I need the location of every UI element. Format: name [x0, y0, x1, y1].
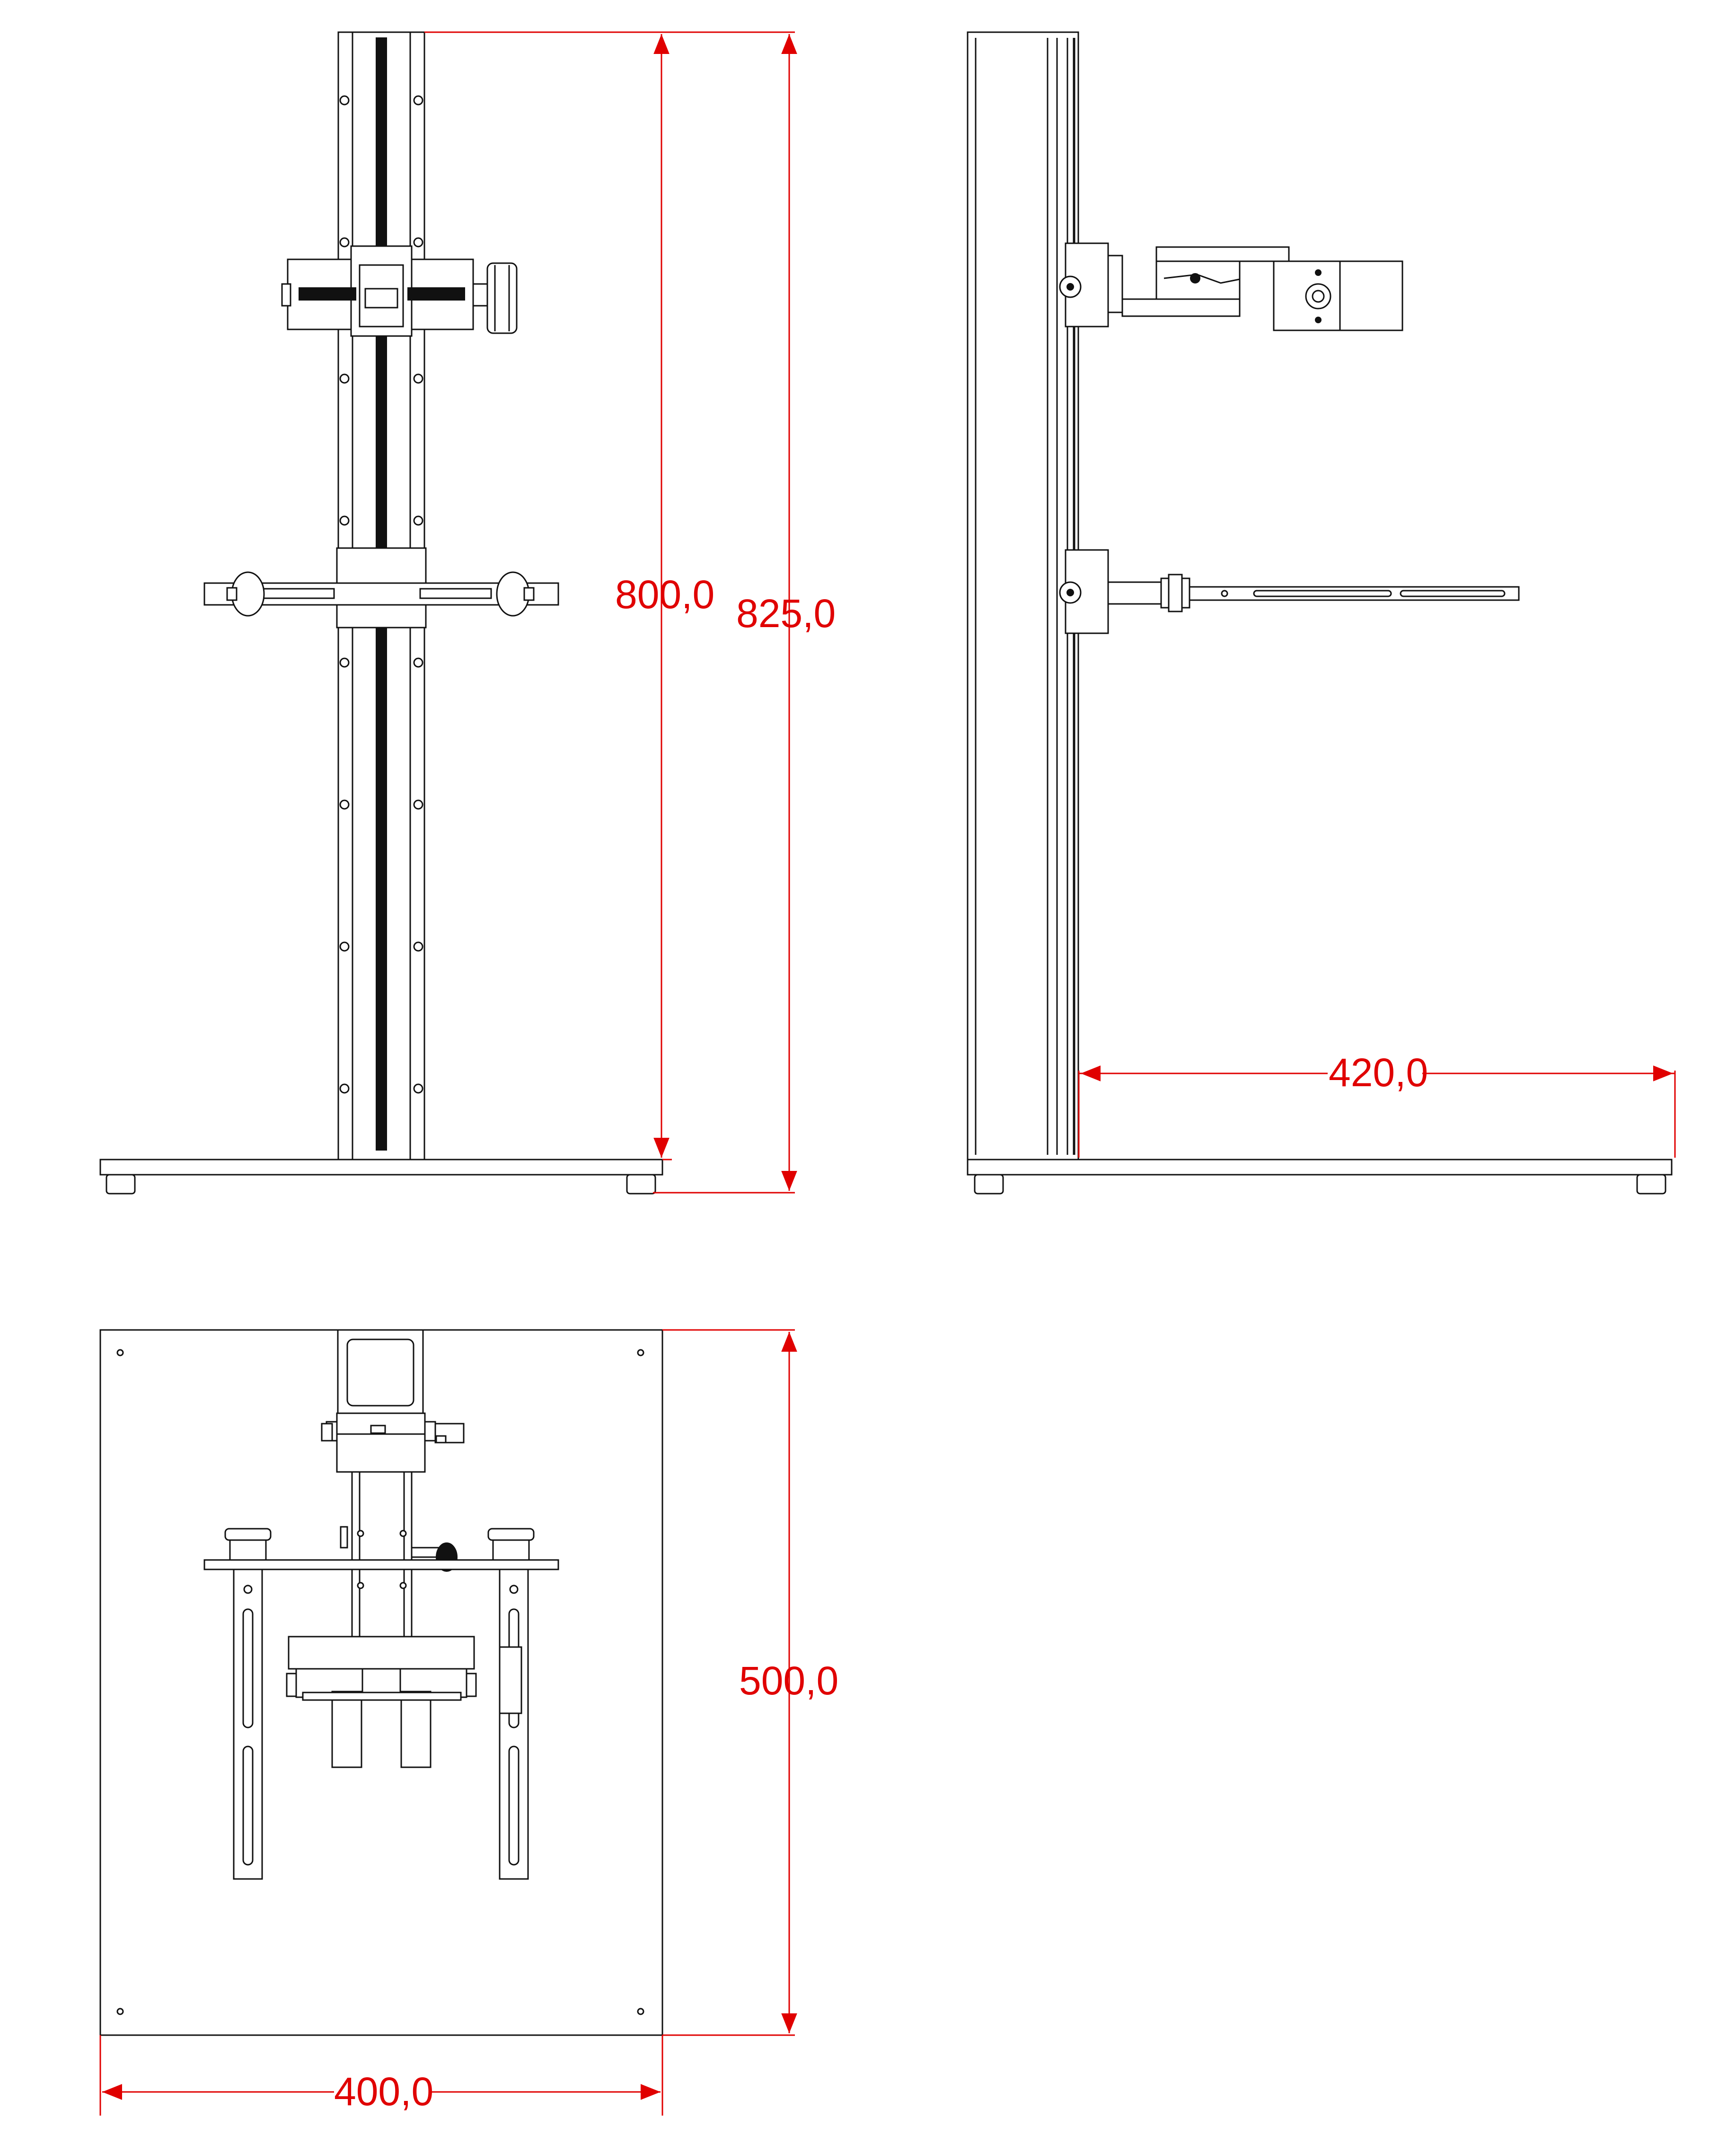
front-rail-screws [339, 95, 423, 1094]
rail-screw [413, 1083, 423, 1094]
side-base-plate [967, 1159, 1673, 1176]
dim-total-height-label: 825,0 [736, 591, 836, 636]
rail-screw [339, 95, 350, 106]
rail-screw [413, 237, 423, 248]
dim-rail-height-label: 800,0 [615, 572, 714, 617]
side-upper-camera-mount [1059, 242, 1403, 331]
top-lower-fork [286, 1636, 477, 1768]
front-upper-camera-mount [281, 245, 518, 337]
top-camera-head [321, 1329, 465, 1473]
front-foot-left [106, 1174, 136, 1195]
top-cross-arm [203, 1528, 559, 1880]
top-view [99, 1329, 663, 2036]
rail-screw [413, 373, 423, 384]
front-foot-right [626, 1174, 656, 1195]
top-central-column [340, 1471, 458, 1641]
front-base-plate [99, 1159, 663, 1176]
side-foot-left [974, 1174, 1004, 1195]
rail-screw [413, 941, 423, 952]
dim-arm-reach-label: 420,0 [1329, 1050, 1428, 1095]
rail-screw [339, 941, 350, 952]
rail-screw [339, 373, 350, 384]
side-camera-block [1273, 260, 1403, 331]
rail-screw [339, 657, 350, 668]
front-upper-knob [486, 262, 518, 334]
rail-screw [339, 237, 350, 248]
side-extension-bar [1189, 586, 1520, 601]
rail-screw [413, 799, 423, 810]
front-lower-arm-clamp [203, 547, 559, 629]
rail-screw [413, 657, 423, 668]
side-lower-arm [1059, 549, 1520, 634]
side-foot-right [1636, 1174, 1666, 1195]
dim-base-depth-label: 500,0 [739, 1658, 838, 1703]
front-view [99, 31, 663, 1195]
rail-screw [413, 95, 423, 106]
dim-base-width-label: 400,0 [334, 2069, 433, 2114]
rail-screw [413, 515, 423, 526]
side-view [967, 31, 1673, 1195]
rail-screw [339, 799, 350, 810]
rail-screw [339, 515, 350, 526]
dimension-annotations: 800,0 825,0 420,0 500,0 400,0 [99, 31, 1676, 2116]
rail-screw [339, 1083, 350, 1094]
